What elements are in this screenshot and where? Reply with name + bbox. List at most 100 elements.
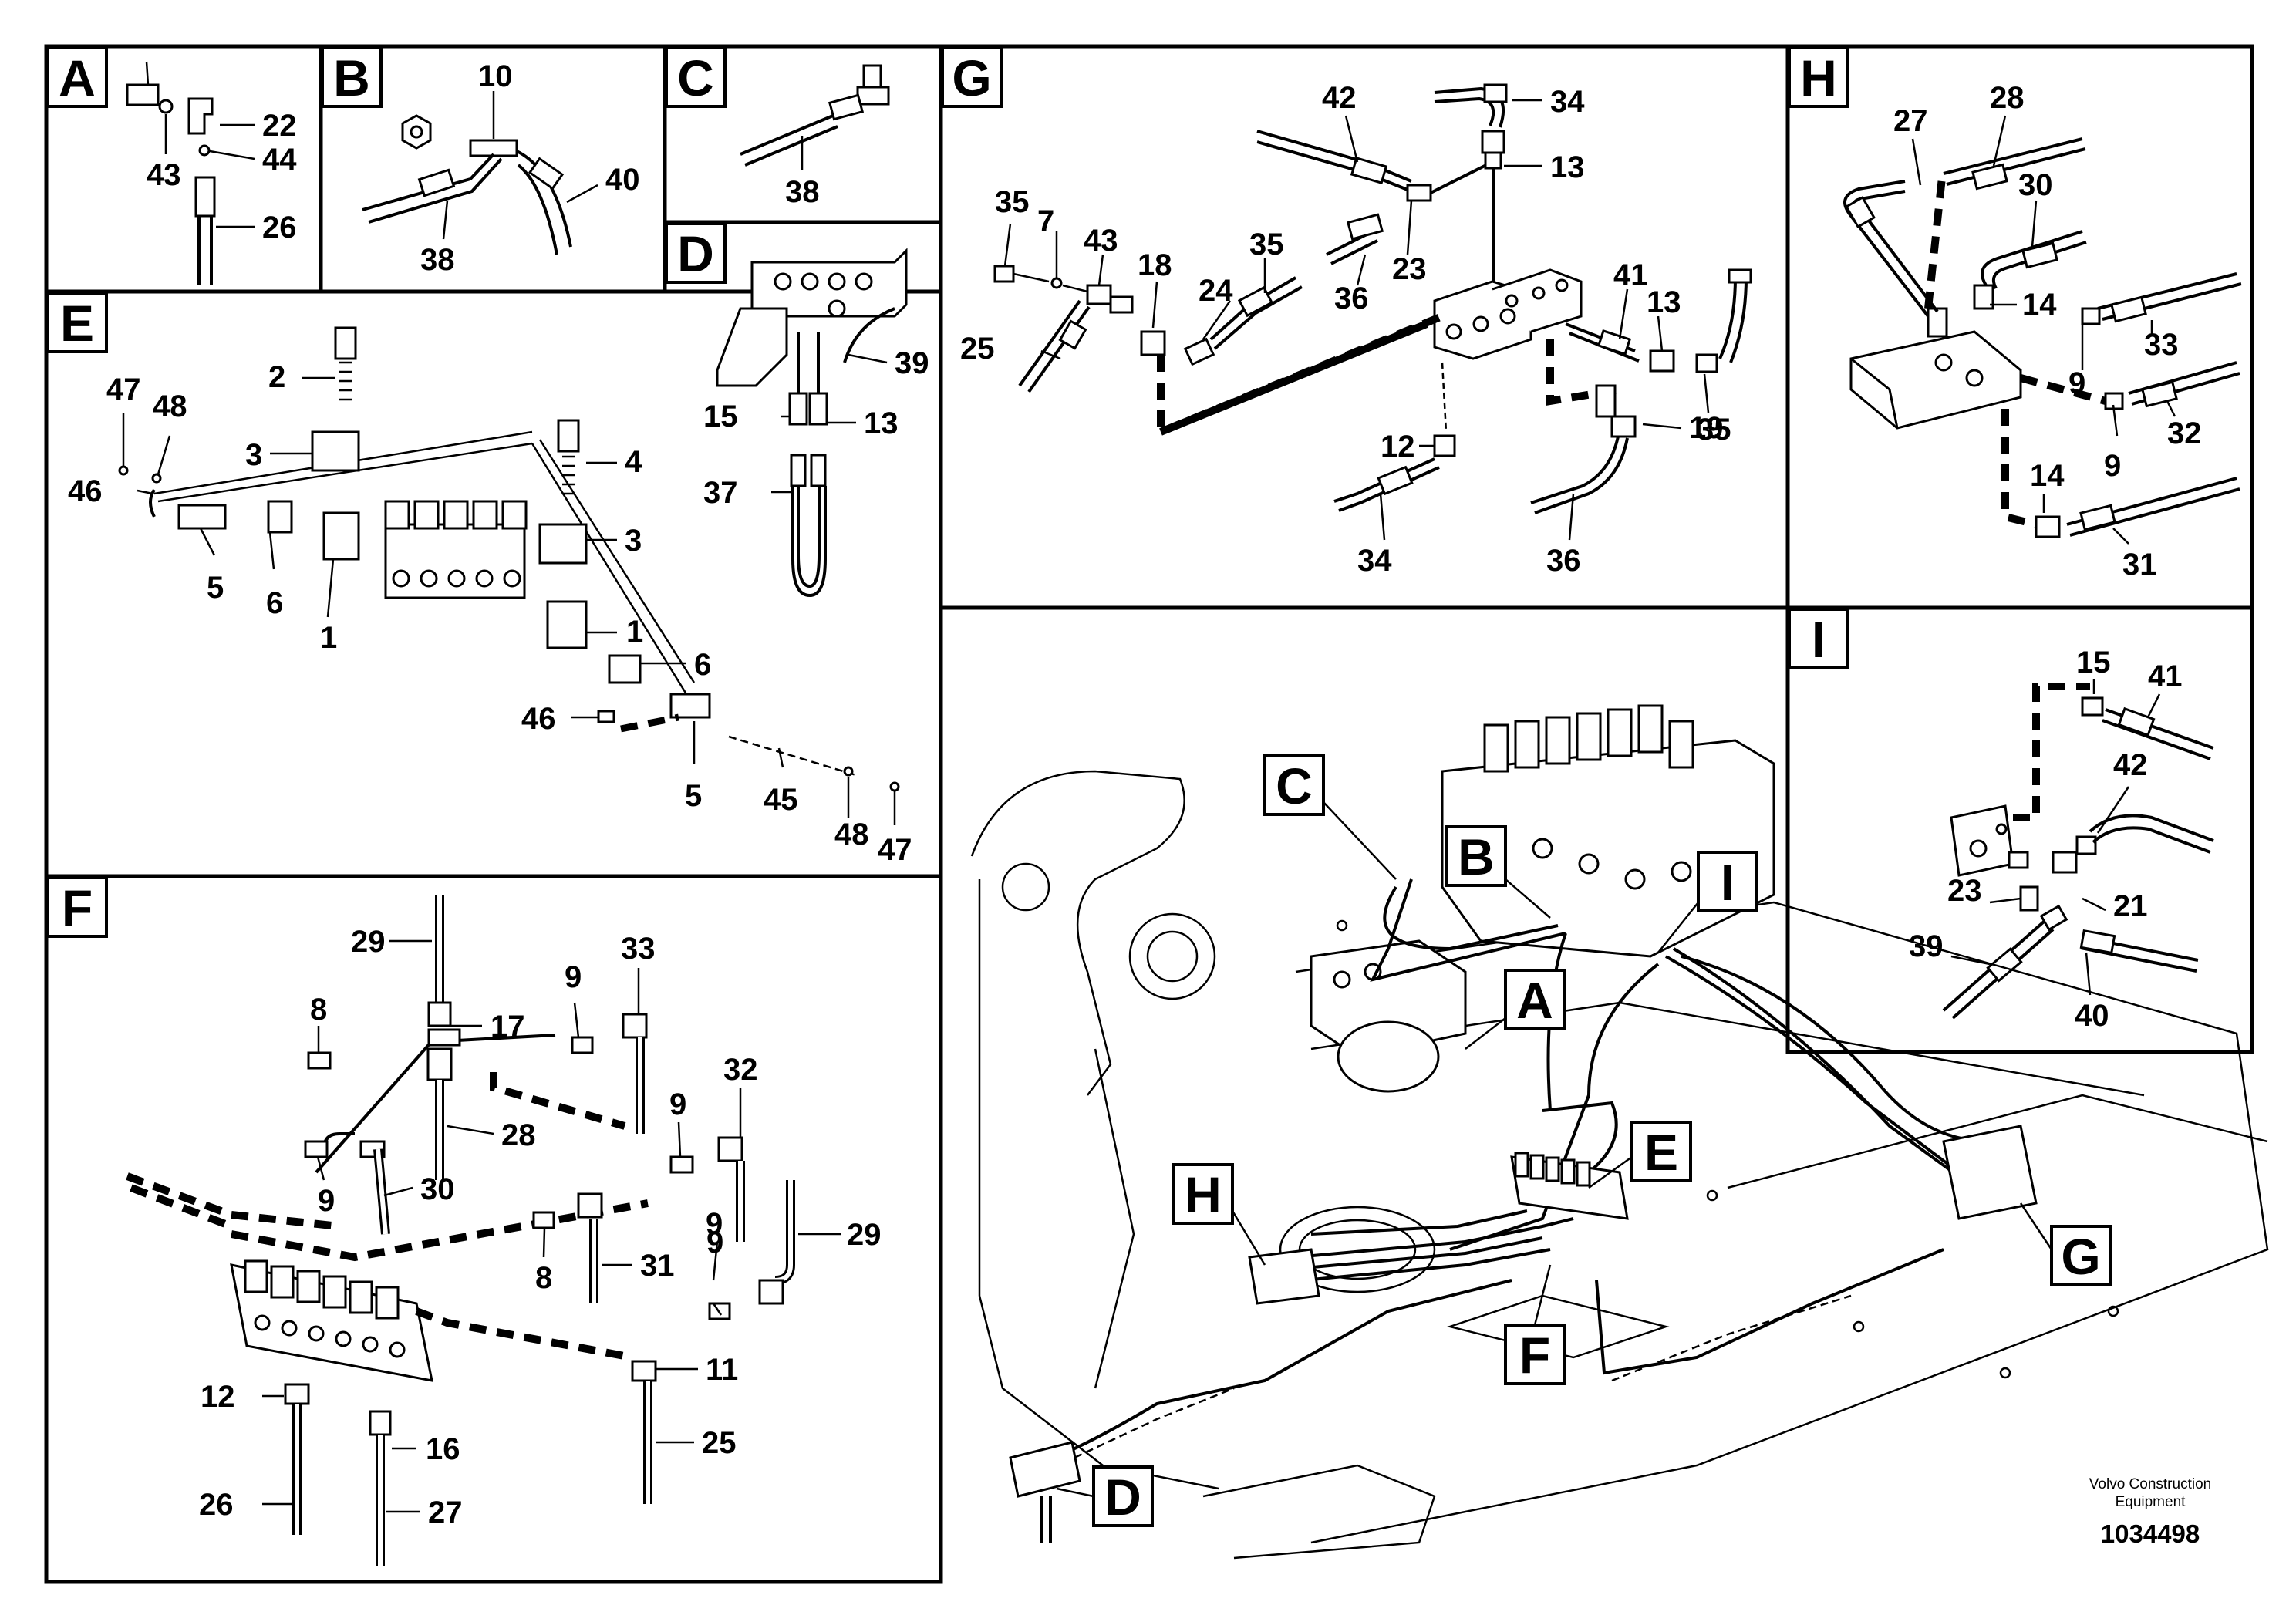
drawing-stroke (334, 326, 357, 360)
drawing-stroke (562, 455, 575, 495)
part-callout: 14 (2030, 459, 2065, 493)
drawing-stroke (1248, 1248, 1320, 1305)
drawing-stroke (1146, 930, 1199, 983)
drawing-stroke (417, 168, 456, 197)
drawing-stroke (993, 265, 1015, 283)
drawing-stroke (1950, 955, 1991, 966)
overview-label-d: D (1056, 1465, 1154, 1527)
drawing-stroke (443, 1034, 556, 1043)
drawing-stroke (716, 307, 788, 387)
drawing-stroke (447, 1125, 494, 1135)
drawing-stroke (1853, 1320, 1865, 1333)
manifold (230, 1259, 433, 1382)
drawing-stroke (1009, 1441, 1081, 1498)
drawing-stroke (1965, 369, 1984, 387)
label-text: A (59, 49, 96, 106)
swing-motor (1310, 939, 1467, 1093)
part-callout: 25 (702, 1426, 737, 1460)
drawing-stroke (1094, 1048, 1135, 1389)
drawing-stroke (1671, 861, 1692, 882)
drawing-stroke (1231, 1210, 1266, 1266)
drawing-stroke (2107, 1305, 2119, 1317)
part-callout: 11 (706, 1353, 738, 1387)
drawing-stroke (392, 569, 410, 588)
drawing-stroke (1610, 415, 1637, 438)
drawing-stroke (665, 46, 727, 108)
drawing-stroke (1062, 284, 1088, 293)
label-text: C (1276, 757, 1313, 814)
drawing-stroke (1607, 708, 1633, 757)
drawing-stroke (1445, 323, 1462, 340)
drawing-stroke (426, 1047, 453, 1081)
drawing-stroke (126, 83, 160, 106)
drawing-stroke (777, 747, 784, 768)
drawing-stroke (1911, 138, 1922, 186)
drawing-stroke (2079, 504, 2116, 531)
part-callout: 33 (2144, 328, 2179, 362)
drawing-stroke (1595, 384, 1617, 418)
part-callout: 31 (640, 1249, 675, 1283)
drawing-stroke (665, 222, 727, 284)
drawing-stroke (1472, 315, 1489, 332)
part-callout: 10 (478, 59, 513, 93)
label-text: B (1458, 828, 1495, 885)
drawing-stroke (856, 86, 890, 106)
drawing-stroke (1128, 912, 1216, 1000)
drawing-stroke (2008, 851, 2029, 869)
drawing-stroke (774, 272, 792, 291)
drawing-stroke (797, 486, 821, 588)
drawing-stroke (828, 93, 865, 121)
part-callout: 38 (785, 175, 820, 209)
part-callout: 46 (68, 474, 103, 508)
drawing-stroke (712, 1241, 719, 1281)
drawing-stroke (608, 654, 642, 684)
part-callout: 12 (1381, 430, 1415, 464)
overview-label-i: I (1657, 851, 1758, 953)
part-callout: 4 (625, 445, 642, 479)
drawing-stroke (244, 1259, 268, 1293)
panel-i-drawing: 15 41 42 23 21 39 40 (1909, 646, 2214, 1033)
part-callout: 35 (1249, 228, 1284, 261)
part-callout: 41 (2148, 659, 2183, 693)
part-callout: 30 (2018, 168, 2053, 202)
drawing-stroke (375, 1286, 400, 1320)
drawing-stroke (118, 465, 129, 476)
drawing-stroke (1433, 434, 1456, 457)
label-text: I (1812, 611, 1826, 668)
label-text: G (2061, 1228, 2100, 1285)
drawing-stroke (157, 435, 171, 475)
drawing-stroke (712, 1303, 723, 1316)
drawing-stroke (1504, 1324, 1566, 1385)
part-callout: 3 (245, 438, 262, 472)
drawing-stroke (810, 454, 827, 487)
part-callout: 43 (1084, 224, 1118, 258)
label-text: C (677, 49, 714, 106)
part-callout: 1 (320, 621, 337, 655)
drawing-stroke (1056, 1487, 1094, 1498)
label-text: F (1519, 1327, 1550, 1384)
part-callout: 31 (2122, 548, 2157, 582)
drawing-stroke (531, 439, 696, 695)
drawing-stroke (2039, 904, 2068, 932)
part-callout: 46 (521, 702, 556, 736)
drawing-stroke (1576, 712, 1602, 761)
part-callout: 33 (621, 932, 656, 966)
part-callout: 9 (2068, 366, 2085, 400)
drawing-stroke (1406, 200, 1413, 255)
drawing-stroke (2085, 952, 2092, 996)
drawing-stroke (1465, 1017, 1506, 1050)
drawing-stroke (1529, 1154, 1545, 1180)
drawing-stroke (538, 523, 588, 565)
drawing-stroke (1434, 96, 1495, 126)
drawing-stroke (2019, 885, 2039, 912)
drawing-stroke (622, 1013, 648, 1039)
drawing-stroke (1596, 329, 1632, 356)
drawing-stroke (2089, 814, 2214, 854)
drawing-stroke (1441, 739, 1775, 958)
part-callout: 42 (2113, 748, 2148, 782)
drawing-stroke (669, 693, 711, 719)
drawing-stroke (1555, 278, 1569, 292)
drawing-stroke (1333, 970, 1351, 989)
drawing-stroke (577, 1192, 603, 1219)
drawing-stroke (1618, 288, 1629, 340)
